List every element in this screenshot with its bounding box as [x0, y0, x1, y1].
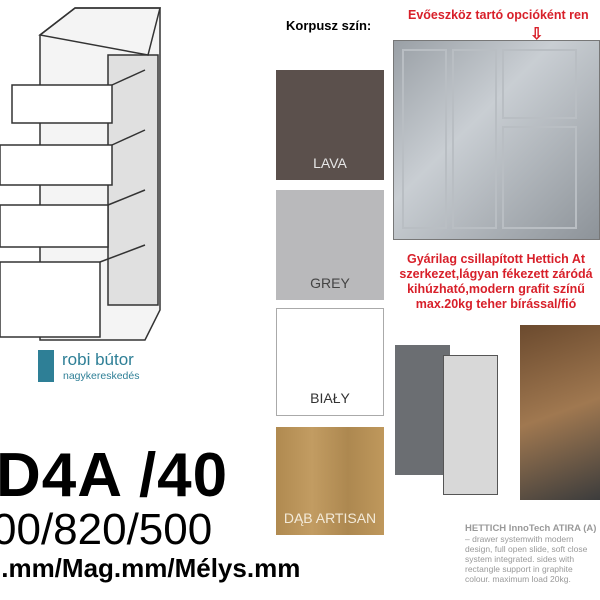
colors-header: Korpusz szín: — [286, 18, 372, 33]
drawer-cabinet-render — [395, 340, 505, 500]
dimension-labels: l.mm/Mag.mm/Mélys.mm — [0, 553, 301, 583]
cabinet-drawing — [0, 7, 161, 341]
logo-subtitle: nagykereskedés — [63, 370, 140, 382]
hettich-spec: HETTICH InnoTech ATIRA (A) – drawer syst… — [465, 523, 600, 585]
swatch-bialy[interactable]: BIAŁY — [276, 308, 384, 416]
swatch-dab-artisan[interactable]: DĄB ARTISAN — [276, 427, 384, 535]
spec-body: – drawer systemwith modern design, full … — [465, 534, 588, 584]
logo-icon — [38, 350, 54, 382]
arrow-down-icon: ⇩ — [530, 26, 544, 43]
kitchen-photo — [520, 325, 600, 500]
swatch-grey[interactable]: GREY — [276, 190, 384, 300]
hettich-note: Gyárilag csillapított Hettich At szerkez… — [392, 252, 600, 312]
hettich-note-line: szerkezet,lágyan fékezett záródá — [399, 267, 593, 281]
cutlery-note: Evőeszköz tartó opcióként ren — [408, 8, 589, 22]
cutlery-tray-photo — [393, 40, 600, 240]
spec-title: HETTICH InnoTech ATIRA (A) — [465, 523, 597, 534]
logo-name: robi bútor — [62, 350, 134, 369]
hettich-note-line: kihúzható,modern grafit színű — [407, 282, 585, 296]
swatch-lava[interactable]: LAVA — [276, 70, 384, 180]
hettich-note-line: Gyárilag csillapított Hettich At — [406, 252, 586, 266]
product-code: D4A /40 — [0, 441, 229, 510]
product-dimensions: 00/820/500 — [0, 505, 213, 554]
hettich-note-line: max.20kg teher bírással/fió — [415, 297, 577, 311]
